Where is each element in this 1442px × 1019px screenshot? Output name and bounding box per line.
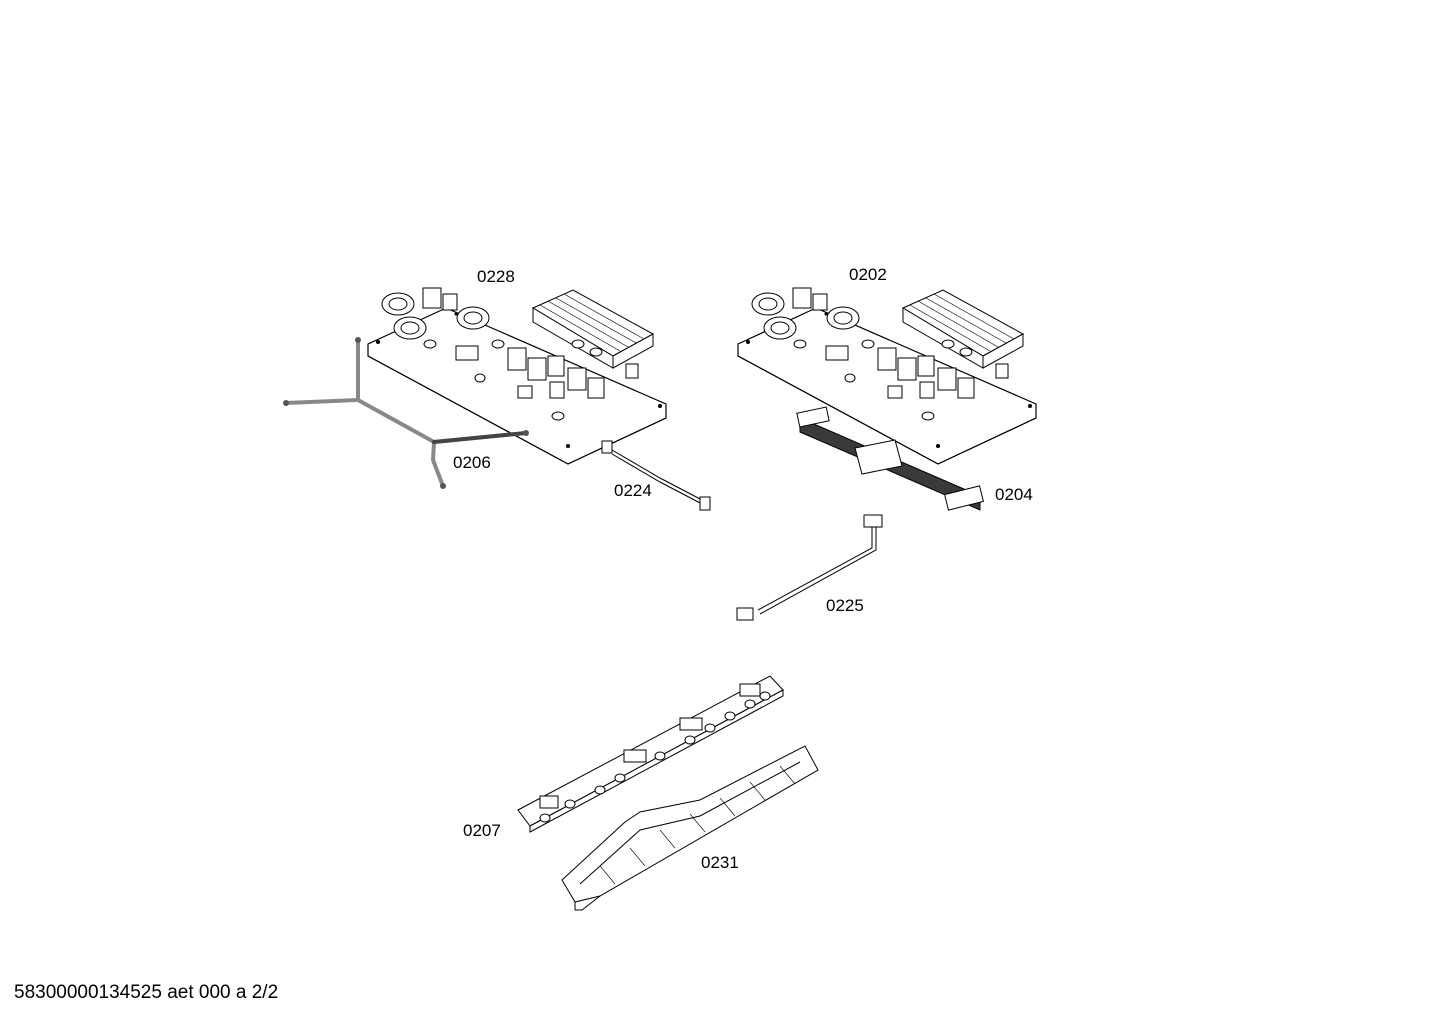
control-board-0207 [517, 675, 784, 833]
part-label-0224: 0224 [614, 481, 652, 500]
part-label-0225: 0225 [826, 596, 864, 615]
document-id-footer: 58300000134525 aet 000 a 2/2 [14, 982, 279, 1003]
ribbon-cable-0204 [796, 406, 985, 511]
power-board-0202 [737, 287, 1037, 465]
part-label-0231: 0231 [701, 853, 739, 872]
cable-0225 [736, 514, 883, 621]
wire-harness-0206 [283, 337, 529, 489]
part-label-0207: 0207 [463, 821, 501, 840]
power-board-0228 [367, 287, 667, 465]
part-label-0228: 0228 [477, 267, 515, 286]
part-label-0202: 0202 [849, 265, 887, 284]
bracket-0231 [561, 745, 819, 911]
part-label-0206: 0206 [453, 453, 491, 472]
part-label-0204: 0204 [995, 485, 1033, 504]
cable-0224 [601, 440, 711, 511]
